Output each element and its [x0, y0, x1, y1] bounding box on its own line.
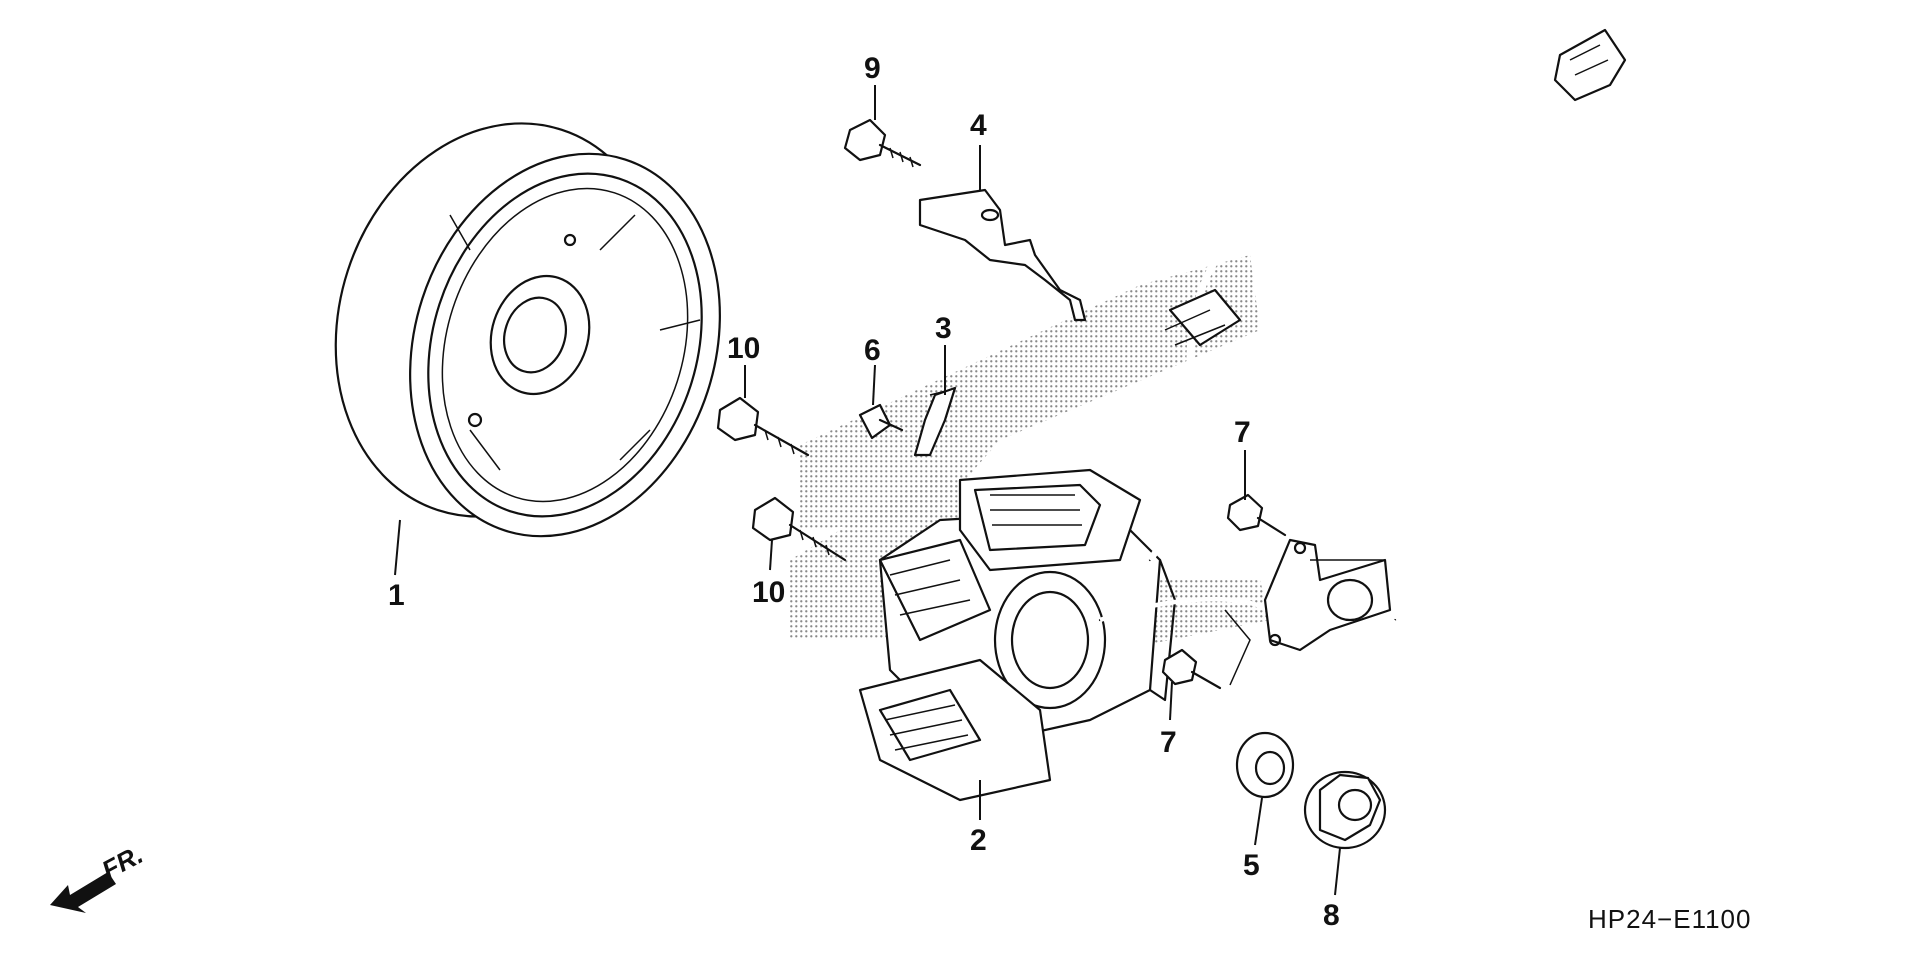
callout-7a: 7 [1234, 416, 1251, 449]
leader-lines [394, 85, 1341, 896]
pulser-coil [1263, 538, 1392, 652]
callout-7b: 7 [1160, 726, 1177, 759]
callout-3: 3 [935, 312, 952, 345]
callout-1: 1 [388, 579, 405, 612]
diagram-code: HP24−E1100 [1588, 904, 1751, 934]
washer-part [1235, 731, 1295, 799]
bolt-10b-part [751, 496, 847, 562]
callout-labels: 1 2 3 4 5 6 7 7 8 9 10 10 [388, 52, 1340, 932]
clip-part [913, 386, 957, 457]
bolt-9-part [843, 118, 922, 168]
callout-5: 5 [1243, 849, 1260, 882]
callout-6: 6 [864, 334, 881, 367]
bolt-7b-part [1161, 648, 1222, 690]
bolt-10a-part [716, 396, 810, 457]
bolt-7a-part [1226, 493, 1287, 537]
stator-part [858, 468, 1177, 802]
wiring-harness [1098, 28, 1627, 634]
front-direction-indicator: FR. [50, 839, 148, 913]
callout-8: 8 [1323, 899, 1340, 932]
flange-nut-part [1303, 770, 1387, 850]
callout-10b: 10 [752, 576, 785, 609]
small-bolt-part [858, 403, 904, 440]
callout-9: 9 [864, 52, 881, 85]
callout-2: 2 [970, 824, 987, 857]
arrow-icon [50, 872, 116, 913]
bracket-part [918, 188, 1087, 322]
callout-4: 4 [970, 109, 987, 142]
flywheel-part [334, 122, 721, 538]
callout-10a: 10 [727, 332, 760, 365]
